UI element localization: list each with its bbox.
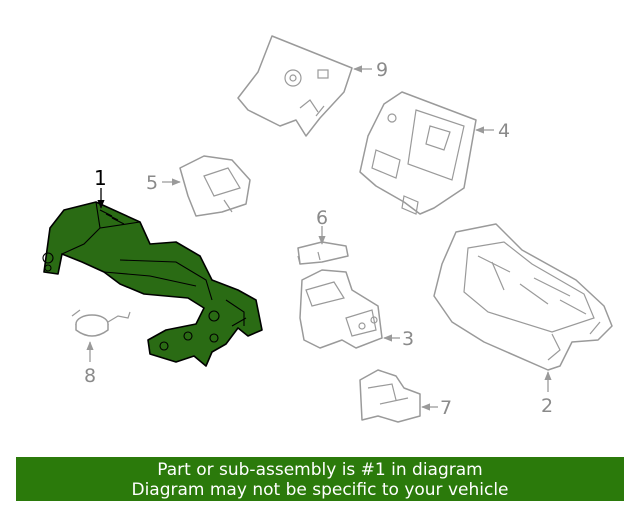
part-9-bracket: 9 [237,35,388,137]
callout-8: 8 [84,365,96,387]
banner-line-2: Diagram may not be specific to your vehi… [131,480,509,500]
callout-3: 3 [402,328,414,350]
callout-2: 2 [541,395,553,417]
part-6-cover: 6 [297,207,349,265]
callout-4: 4 [498,120,510,142]
part-3-bracket: 3 [299,269,414,350]
part-2-module: 2 [433,223,613,417]
info-banner: Part or sub-assembly is #1 in diagram Di… [16,457,624,501]
callout-6: 6 [316,207,328,229]
part-1-main-assembly: 1 [42,166,263,367]
parts-diagram: 9 4 5 1 8 [42,35,613,423]
callout-5: 5 [146,172,158,194]
part-5-clip: 5 [146,155,251,217]
callout-1: 1 [94,166,107,190]
callout-7: 7 [440,397,452,419]
part-4-bracket: 4 [359,91,510,215]
part-8-buzzer: 8 [71,309,131,387]
part-7-bracket: 7 [359,369,452,423]
banner-line-1: Part or sub-assembly is #1 in diagram [157,460,483,480]
callout-9: 9 [376,59,388,81]
